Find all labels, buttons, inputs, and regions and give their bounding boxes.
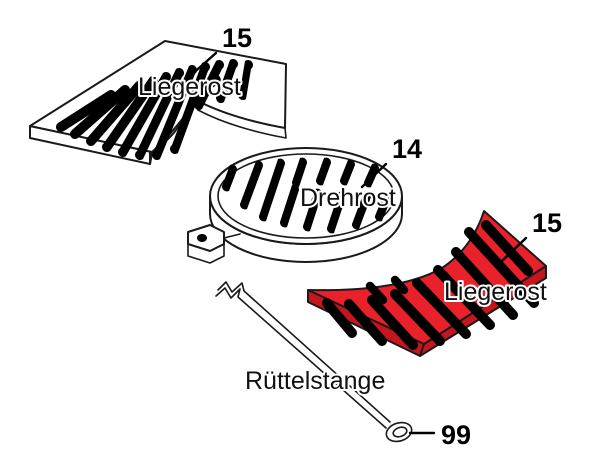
part-ruettelstange: 99 Rüttelstange <box>215 281 473 452</box>
callout-number-liegerost-right: 15 <box>532 208 562 238</box>
ruettelstange-eye-outer <box>385 421 413 443</box>
drehrost-inner-rim <box>217 153 395 239</box>
part-drehrost: 14 Drehrost <box>187 133 424 264</box>
part-label-ruettelstange: Rüttelstange <box>245 367 385 395</box>
drehrost-lug-edge <box>187 243 225 264</box>
callout-leader-liegerost-right <box>500 236 528 263</box>
ruettelstange-shaft-back <box>215 287 387 429</box>
liegerost-left-arm-edge <box>197 109 287 139</box>
ruettelstange-shaft <box>217 281 391 423</box>
part-liegerost-left: 15 Liegerost <box>29 22 287 165</box>
callout-number-drehrost: 14 <box>392 134 422 164</box>
callout-number-ruettelstange: 99 <box>441 420 471 450</box>
drehrost-lug-hole <box>197 234 207 242</box>
part-liegerost-right: 15 Liegerost <box>307 207 564 357</box>
callout-leader-liegerost-left <box>188 51 218 78</box>
part-label-liegerost-right: Liegerost <box>444 278 547 306</box>
drehrost-slots <box>221 157 392 234</box>
ruettelstange-eye-inner <box>392 426 408 438</box>
liegerost-left-slots <box>56 59 253 160</box>
callout-number-liegerost-left: 15 <box>222 23 252 53</box>
callout-leader-drehrost <box>360 162 388 189</box>
part-label-liegerost-left: Liegerost <box>138 73 241 101</box>
liegerost-right-slots <box>321 219 539 351</box>
part-label-drehrost: Drehrost <box>300 184 396 212</box>
drehrost-lug-arm <box>223 233 241 239</box>
